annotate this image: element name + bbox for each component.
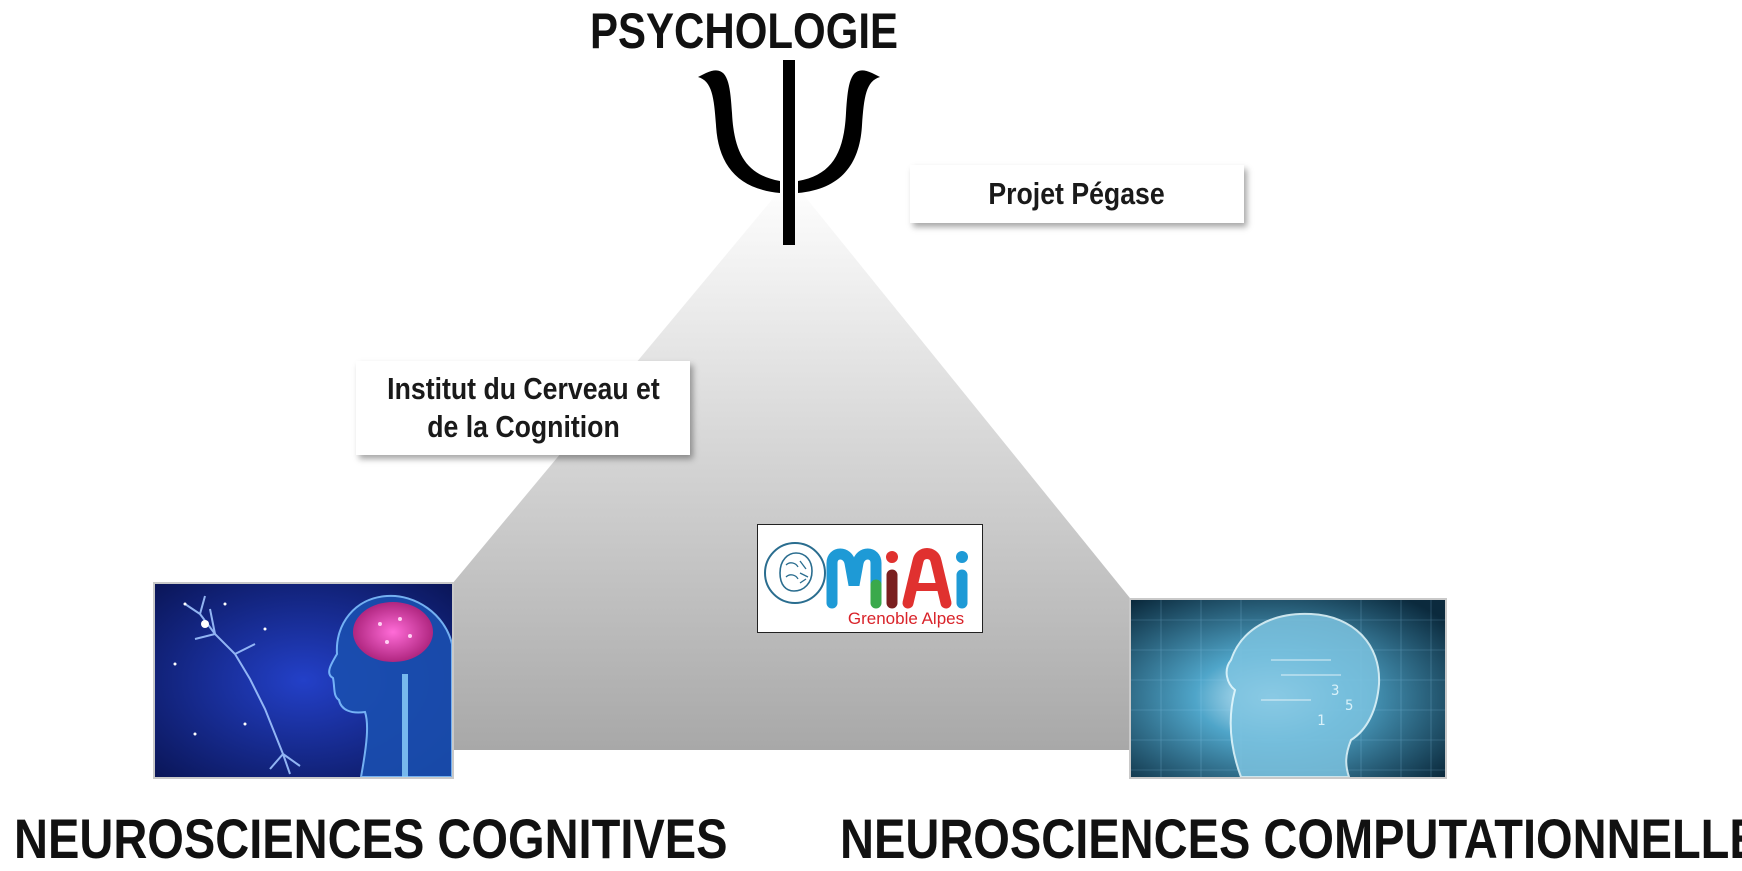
institut-line-1: Institut du Cerveau et [386,371,660,406]
svg-text:1: 1 [1317,713,1325,729]
svg-text:5: 5 [1345,698,1353,714]
miai-logo-graphic: Grenoble Alpes [764,542,968,628]
brain-circle-icon [764,542,826,604]
institut-cerveau-box: Institut du Cerveau et de la Cognition [356,361,690,455]
neurosciences-cognitives-heading: NEUROSCIENCES COGNITIVES [14,807,728,870]
psi-icon [698,60,880,245]
miai-logo: Grenoble Alpes [757,524,983,633]
miai-subtitle: Grenoble Alpes [848,609,964,628]
psychologie-heading: PSYCHOLOGIE [590,3,899,59]
projet-pegase-label: Projet Pégase [988,176,1166,211]
projet-pegase-box: Projet Pégase [910,165,1244,223]
institut-line-2: de la Cognition [426,409,620,444]
neurosciences-computationnelles-heading: NEUROSCIENCES COMPUTATIONNELLES [840,807,1742,870]
svg-text:3: 3 [1331,683,1339,699]
neuron-brain-image [155,584,452,777]
